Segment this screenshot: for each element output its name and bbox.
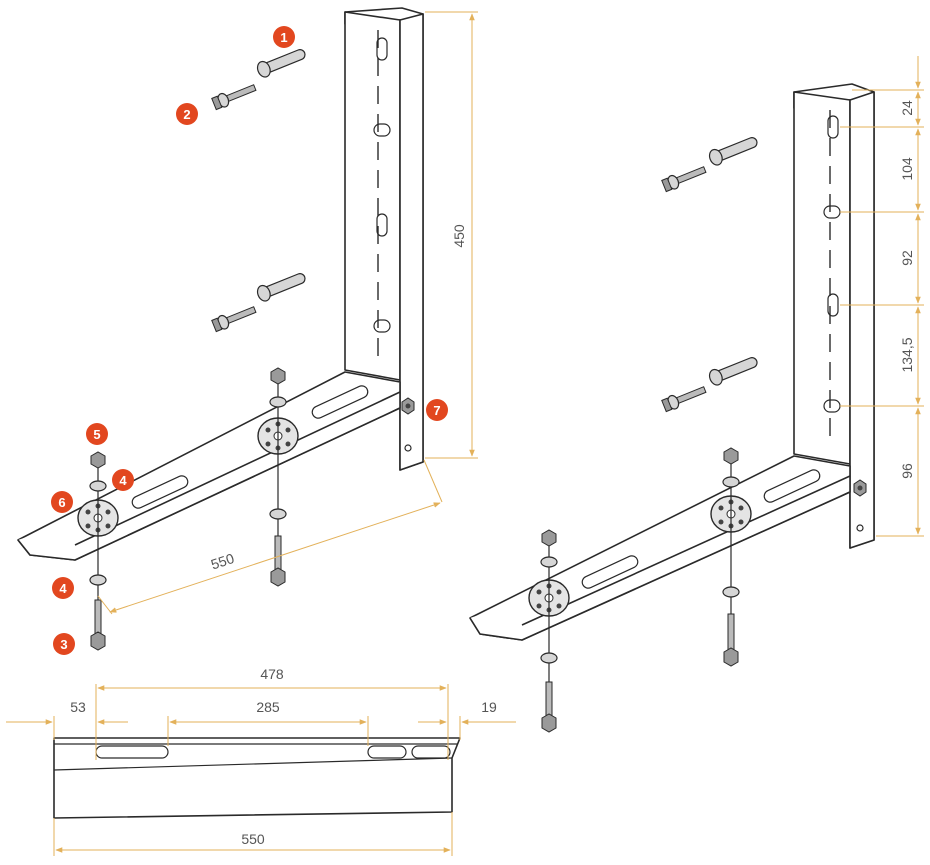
svg-text:7: 7: [433, 403, 440, 418]
right-bracket: 24 104 92 134,5 96: [469, 56, 924, 733]
svg-text:2: 2: [183, 107, 190, 122]
right-vertical-plate: [793, 83, 875, 549]
dim-450-label: 450: [451, 224, 467, 248]
dim-24-label: 24: [899, 100, 915, 116]
dim-478-label: 478: [260, 666, 284, 682]
left-anchor-lower: [211, 273, 306, 333]
right-anchor-upper: [661, 137, 758, 193]
right-rear-hardware: [722, 447, 740, 667]
left-bracket: 450 550: [17, 7, 478, 651]
dim-134-5-label: 134,5: [899, 337, 915, 372]
right-front-hardware: [540, 529, 558, 733]
dim-19-label: 19: [481, 699, 497, 715]
dim-285-label: 285: [256, 699, 280, 715]
left-front-hardware: [89, 451, 107, 651]
svg-text:4: 4: [119, 473, 127, 488]
dimension-arm-left: 550: [97, 459, 443, 615]
right-horizontal-arm: [469, 455, 851, 641]
left-horizontal-arm: [17, 371, 401, 561]
dim-53-label: 53: [70, 699, 86, 715]
svg-text:5: 5: [93, 427, 100, 442]
svg-text:4: 4: [59, 581, 67, 596]
callout-badge-1: 1: [273, 26, 295, 48]
dimension-19: 19: [418, 699, 516, 740]
arm-detail-view: 478 53 285 19 550: [6, 666, 516, 856]
dim-92-label: 92: [899, 250, 915, 266]
svg-text:3: 3: [60, 637, 67, 652]
callout-badge-6: 6: [51, 491, 73, 513]
callout-badges: 1 2 3 4 5 6 7 4: [51, 26, 448, 655]
svg-text:6: 6: [58, 495, 65, 510]
dimension-550-bottom: 550: [53, 812, 453, 856]
dimension-285: 285: [167, 699, 369, 746]
right-anchor-lower: [661, 357, 758, 413]
svg-text:1: 1: [280, 30, 287, 45]
callout-badge-5: 5: [86, 423, 108, 445]
dim-104-label: 104: [899, 157, 915, 181]
callout-badge-2: 2: [176, 103, 198, 125]
callout-badge-3: 3: [53, 633, 75, 655]
callout-badge-7: 7: [426, 399, 448, 421]
dimension-478: 478: [95, 666, 449, 760]
dim-550-arm-label: 550: [209, 550, 236, 573]
dimension-stack-right: 24 104 92 134,5 96: [840, 56, 924, 537]
dim-550-bottom-label: 550: [241, 831, 265, 847]
callout-badge-4-upper: 4: [112, 469, 134, 491]
dimension-53: 53: [6, 699, 128, 740]
left-anchor-upper: [211, 49, 306, 111]
dimension-height-left: 450: [425, 11, 478, 459]
dim-96-label: 96: [899, 463, 915, 479]
left-vertical-plate: [344, 7, 424, 471]
callout-badge-4-lower: 4: [52, 577, 74, 599]
